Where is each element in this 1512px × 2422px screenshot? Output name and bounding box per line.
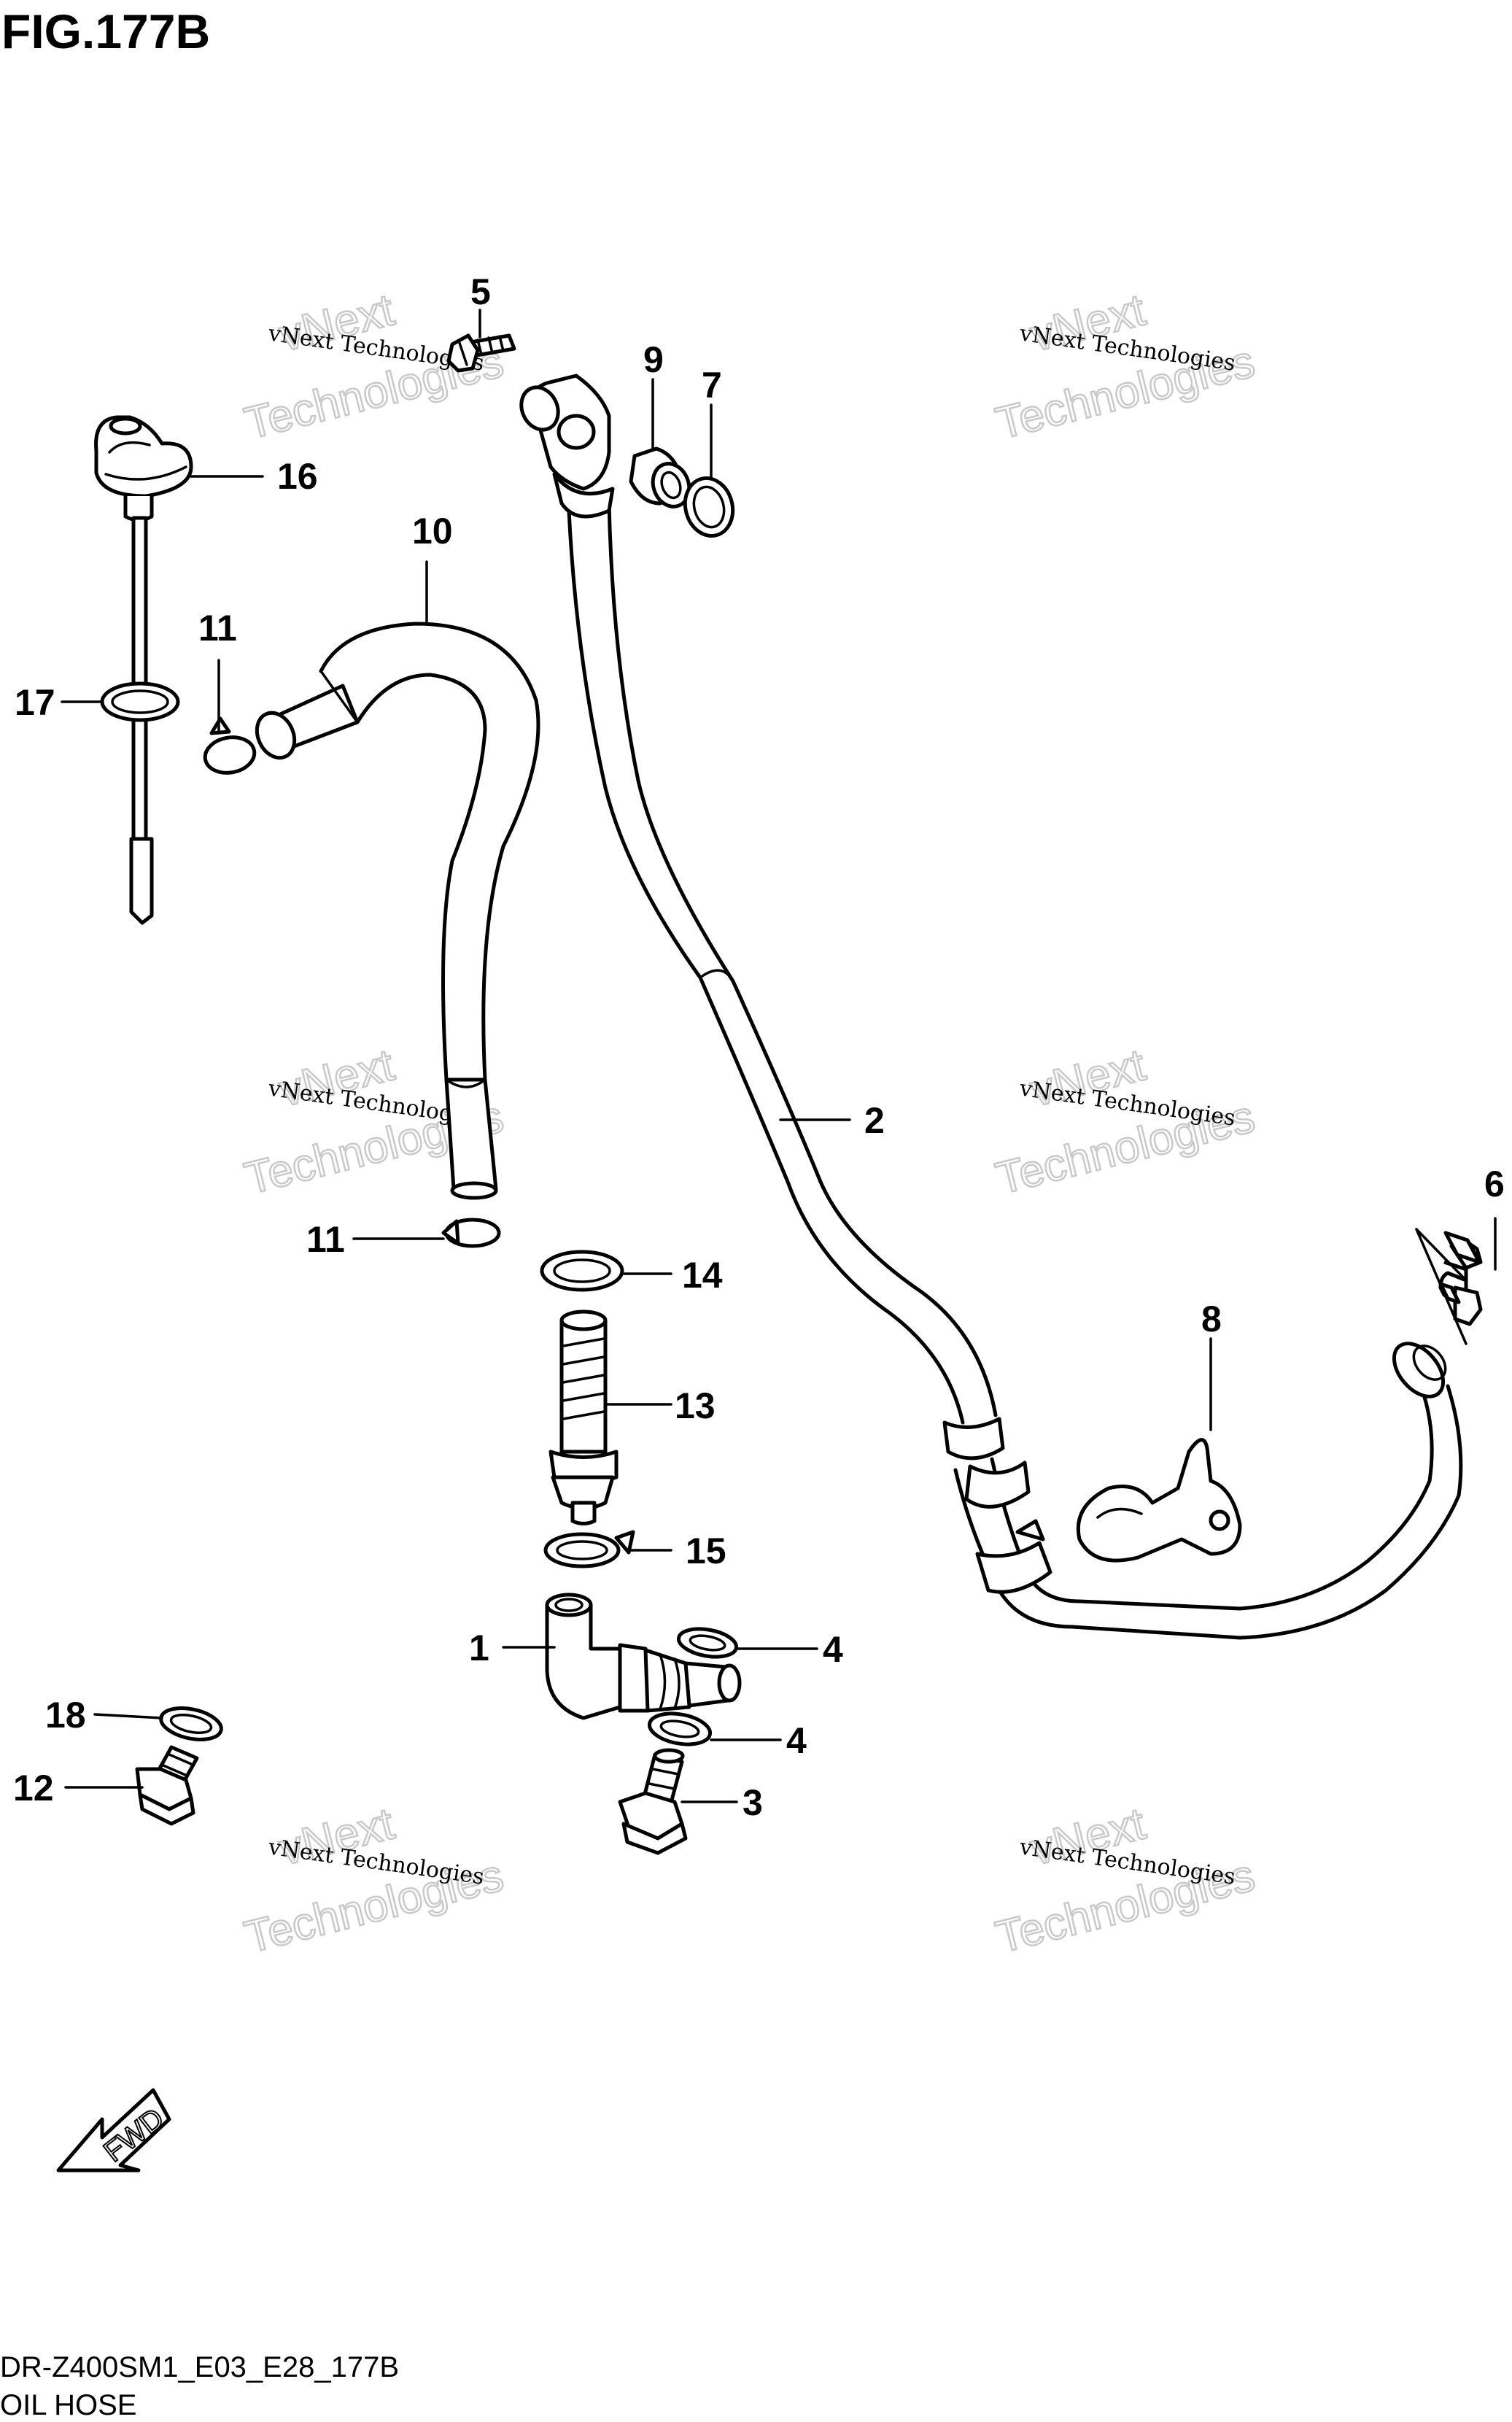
leader-lines	[61, 309, 1497, 1803]
part-3-union-bolt[interactable]	[618, 1748, 688, 1855]
figure-title: FIG.177B	[1, 4, 210, 58]
part-4-washer-lower[interactable]	[647, 1709, 713, 1749]
callout-7: 7	[702, 365, 722, 406]
callout-17: 12	[13, 1768, 54, 1808]
watermark: vNext Technologies vNext Technologies	[990, 1798, 1260, 1964]
part-14-clamp[interactable]	[543, 1530, 635, 1568]
part-18-washer[interactable]	[158, 1703, 224, 1745]
part-15-filler-cap[interactable]	[94, 415, 193, 522]
watermark: vNext Technologies vNext Technologies	[239, 1798, 509, 1964]
part-12-union[interactable]	[548, 1309, 619, 1525]
watermark: vNext Technologies vNext Technologies	[990, 284, 1260, 450]
part-11-clamp-upper[interactable]	[202, 716, 257, 777]
callout-4-lower: 4	[786, 1720, 807, 1761]
part-6-guide	[1415, 1228, 1468, 1345]
callout-labels: 5 9 7 10 11 16 17 2 6 8 11 14 13 15 1 4 …	[13, 271, 1505, 1823]
part-1-elbow-hose[interactable]	[545, 1593, 742, 1720]
part-7-o-ring[interactable]	[679, 473, 740, 541]
callout-11-upper: 11	[198, 608, 237, 649]
part-11-clamp-lower[interactable]	[441, 1218, 501, 1248]
part-17-bolt[interactable]	[135, 1745, 199, 1826]
callout-11-lower: 11	[306, 1219, 345, 1260]
callout-12: 13	[675, 1385, 716, 1426]
part-8-bracket[interactable]	[1076, 1438, 1242, 1563]
watermark-group: vNext Technologies vNext Technologies vN…	[239, 284, 1260, 1964]
callout-10: 10	[412, 511, 453, 552]
callout-4-upper: 4	[823, 1629, 843, 1670]
part-9-collar[interactable]	[629, 446, 695, 511]
callout-6: 6	[1484, 1164, 1505, 1204]
part-13-gasket[interactable]	[540, 1250, 624, 1292]
callout-9: 9	[643, 339, 664, 380]
part-6-bolt[interactable]	[1438, 1260, 1483, 1326]
callout-18: 18	[45, 1695, 86, 1736]
callout-14: 15	[686, 1531, 726, 1571]
part-16-o-ring[interactable]	[100, 681, 180, 722]
figure-code: DR-Z400SM1_E03_E28_177B	[0, 2351, 399, 2383]
part-4-washer-upper[interactable]	[676, 1625, 739, 1660]
figure-name: OIL HOSE	[0, 2389, 136, 2421]
callout-2: 2	[864, 1100, 885, 1141]
part-2-oil-hose-lower[interactable]	[953, 1334, 1463, 1640]
callout-5: 5	[470, 271, 491, 312]
callout-8: 8	[1201, 1299, 1222, 1339]
part-2-oil-hose[interactable]	[515, 374, 1005, 1460]
part-6-bolt-main[interactable]	[1443, 1231, 1483, 1270]
part-10-breather-hose[interactable]	[250, 622, 540, 1200]
callout-13: 14	[682, 1255, 723, 1296]
fwd-arrow: FWD	[56, 2088, 171, 2173]
watermark: vNext Technologies vNext Technologies	[990, 1039, 1260, 1205]
callout-1: 1	[469, 1628, 489, 1668]
callout-15: 16	[277, 456, 318, 497]
callout-3: 3	[743, 1782, 763, 1823]
callout-16: 17	[15, 682, 55, 723]
part-5-bolt[interactable]	[446, 333, 516, 373]
